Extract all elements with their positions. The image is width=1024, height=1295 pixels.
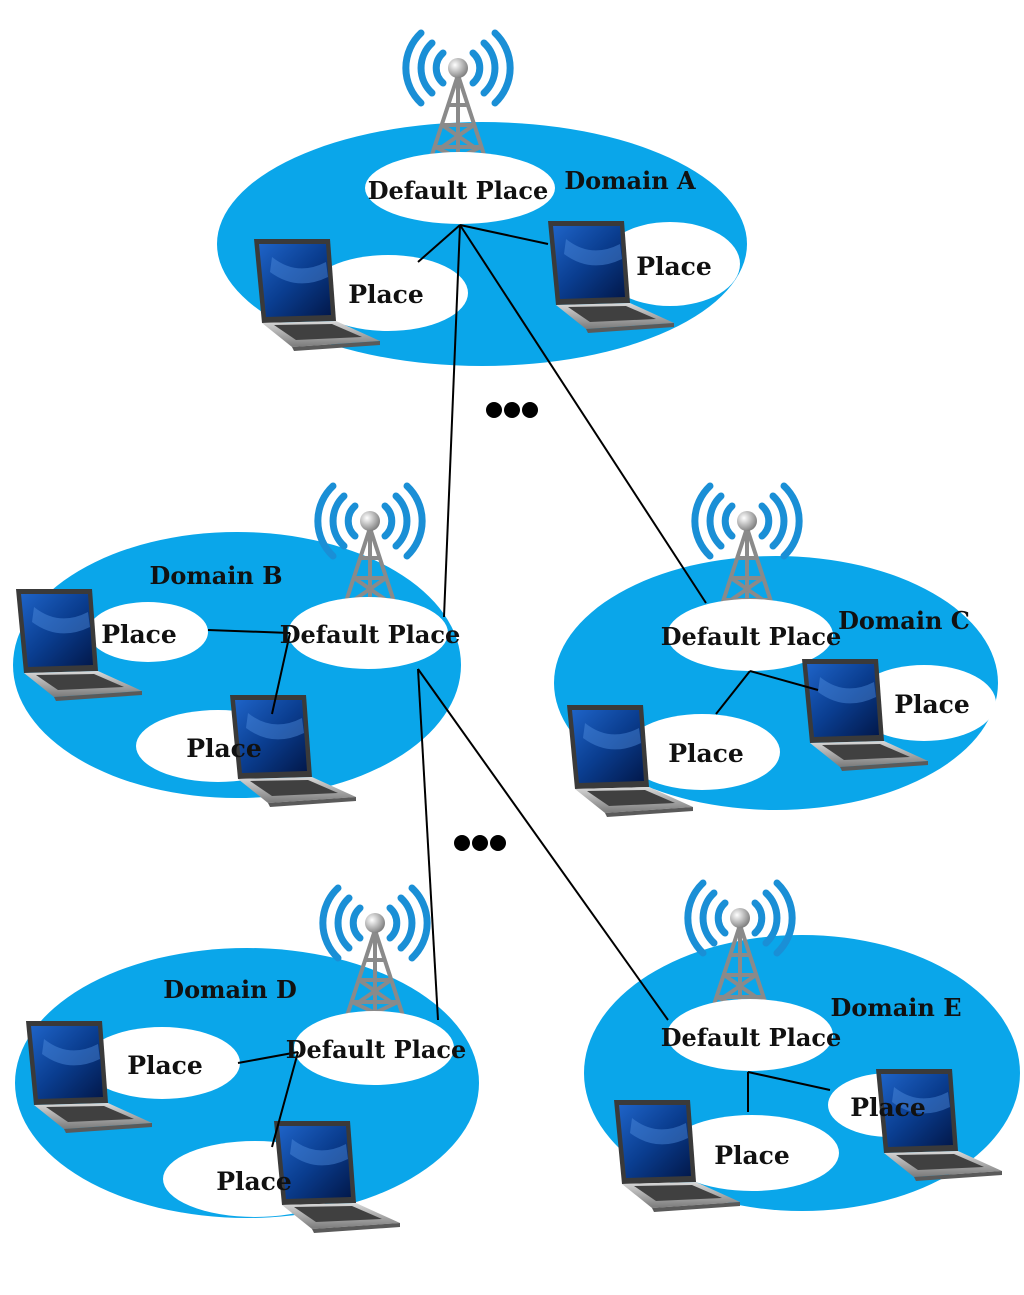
place-node	[665, 1115, 839, 1191]
place-label: Place	[348, 280, 424, 309]
default-place-label: Default Place	[368, 176, 549, 205]
place-label: Place	[894, 690, 970, 719]
domain-c-label: Domain C	[838, 606, 970, 635]
default-place-label: Default Place	[286, 1035, 467, 1064]
place-label: Place	[850, 1093, 926, 1122]
place-label: Place	[186, 734, 262, 763]
default-place-node	[667, 599, 833, 671]
place-label: Place	[714, 1141, 790, 1170]
place-label: Place	[636, 252, 712, 281]
place-node	[84, 1027, 240, 1099]
place-label: Place	[668, 739, 744, 768]
default-place-node	[365, 152, 555, 224]
place-node	[600, 222, 740, 306]
domain-b-label: Domain B	[150, 561, 283, 590]
place-node	[852, 665, 996, 741]
default-place-label: Default Place	[280, 620, 461, 649]
ellipsis-icon	[486, 402, 538, 418]
domain-e-label: Domain E	[831, 993, 962, 1022]
place-node	[624, 714, 780, 790]
domain-a-label: Domain A	[564, 166, 696, 195]
connection-lines	[207, 224, 831, 1148]
place-label: Place	[127, 1051, 203, 1080]
place-label: Place	[216, 1167, 292, 1196]
ellipsis-icon	[454, 835, 506, 851]
default-place-node	[294, 1011, 454, 1085]
domain-d-label: Domain D	[163, 975, 297, 1004]
default-place-label: Default Place	[661, 622, 842, 651]
place-node	[88, 602, 208, 662]
place-label: Place	[101, 620, 177, 649]
place-node	[308, 255, 468, 331]
default-place-node	[288, 597, 448, 669]
default-place-label: Default Place	[661, 1023, 842, 1052]
default-place-node	[667, 999, 833, 1071]
